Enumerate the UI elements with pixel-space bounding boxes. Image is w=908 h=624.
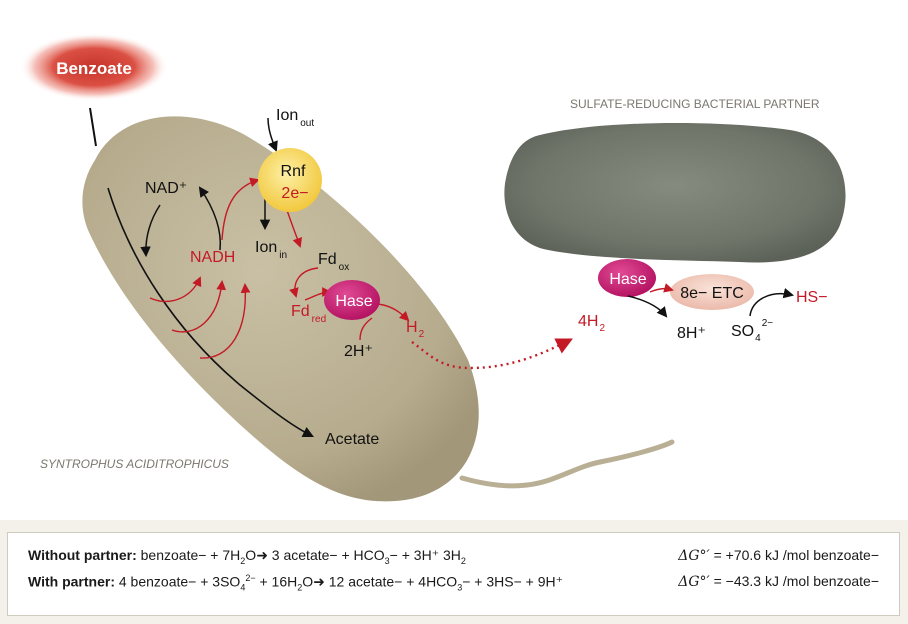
main-pathway-arrow [107,187,315,438]
delta-g-with: ΔG°′ = −43.3 kJ /mol benzoate− [678,573,879,590]
pathway-to-nadh-arrow-2 [171,280,227,333]
nad-label: NAD⁺ [145,180,187,197]
nadh-to-nad-arrow [198,186,222,251]
flagellum [459,439,675,489]
equations-panel: Without partner: benzoate− + 7H2O➜ 3 ace… [0,520,908,624]
nad-to-pathway-arrow [140,204,161,258]
rnf-electrons-label: 2e− [281,185,308,202]
hase-left-enzyme [324,280,380,320]
partner-name: SULFATE-REDUCING BACTERIAL PARTNER [570,97,820,111]
four-h2-label: 4H2 [578,313,605,334]
hs-label: HS− [796,289,828,306]
without-partner-label: Without partner: [28,547,137,563]
equation-without-partner: Without partner: benzoate− + 7H2O➜ 3 ace… [28,547,466,566]
reaction-arrow: ➜ [256,547,268,563]
hase-right-label: Hase [609,271,646,288]
delta-g-without: ΔG°′ = +70.6 kJ /mol benzoate− [678,547,879,564]
rnf-label: Rnf [281,163,306,180]
partner-cell [504,123,846,263]
nadh-label: NADH [190,249,235,266]
equation-with-partner: With partner: 4 benzoate− + 3SO42− + 16H… [28,573,563,593]
pathway-to-nadh-arrow-1 [149,276,202,302]
so4-to-hs-arrow [749,288,795,317]
acetate-label: Acetate [325,431,379,448]
hase-to-etc-arrow [649,283,674,293]
benzoate-entry-line [89,107,97,147]
eight-h-label: 8H⁺ [677,325,706,342]
two-h-to-hase-arrow [359,317,373,341]
so4-label: SO42− [731,318,773,344]
syntrophus-name: SYNTROPHUS ACIDITROPHICUS [40,457,229,471]
rnf-complex [258,148,322,212]
hase-right-enzyme [598,259,656,297]
pathway-to-nadh-arrow-3 [199,283,251,359]
reaction-arrow: ➜ [313,573,325,590]
benzoate-label: Benzoate [56,59,132,78]
benzoate-glow [20,33,168,101]
two-h-label: 2H⁺ [344,343,373,360]
fdox-to-fdred-arrow [289,267,319,298]
equations-box: Without partner: benzoate− + 7H2O➜ 3 ace… [7,532,900,616]
etc-label: 8e− ETC [680,285,744,302]
with-partner-label: With partner: [28,573,115,590]
nadh-to-rnf-arrow [221,177,260,241]
hase-left-label: Hase [335,293,372,310]
hase-to-h2-arrow [377,303,410,322]
h2-label: H2 [406,319,425,340]
hase-to-8h-arrow [627,295,668,318]
ion-out-to-rnf-arrow [267,117,278,152]
syntrophus-cell [82,116,479,502]
etc-complex [670,274,754,310]
